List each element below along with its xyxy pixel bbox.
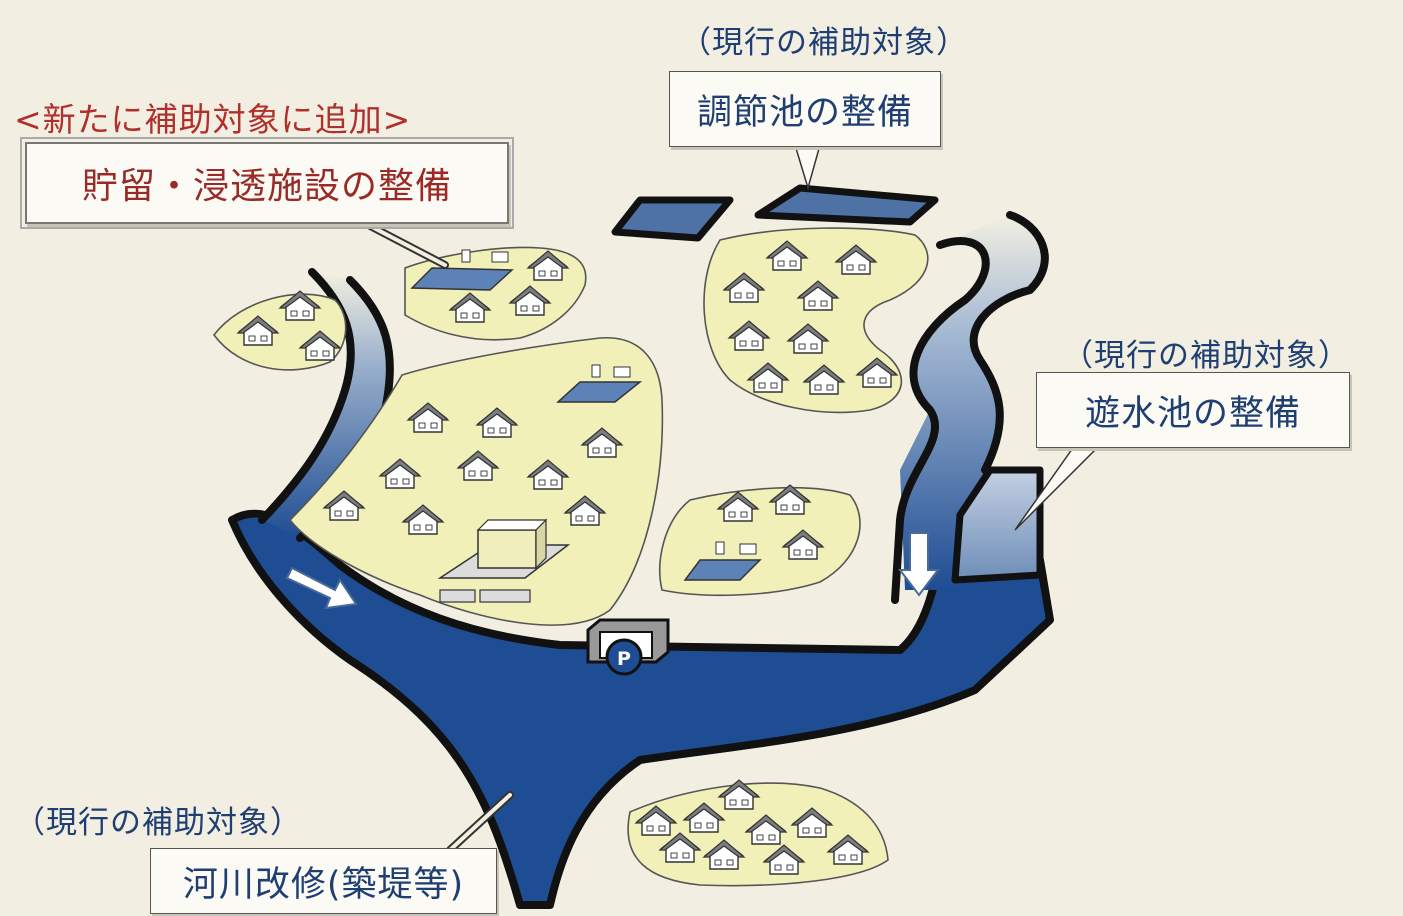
current-subsidy-caption-right: （現行の補助対象） [1062,338,1350,374]
pump-station-icon: P [586,618,670,676]
flow-arrow-right [897,532,941,597]
detention-pond-label: 遊水池の整備 [1036,372,1350,448]
storage-pond-top [410,267,514,291]
storage-facility-label: 貯留・浸透施設の整備 [20,137,514,229]
regulating-pond-left [611,196,734,242]
flow-arrow-left [285,566,358,610]
storage-pond-right [683,559,762,581]
current-subsidy-caption-top: （現行の補助対象） [680,25,968,61]
pump-station-label: P [617,648,631,670]
land-center-left [288,337,664,626]
regulating-pond-right [754,184,939,226]
new-subsidy-heading: <新たに補助対象に追加> [14,100,412,139]
detention-pond [951,466,1044,584]
right-tributary [900,215,1045,590]
school-building [437,518,571,603]
regulating-pond-label: 調節池の整備 [669,71,941,147]
leader-lines [326,144,1102,854]
storage-pond-center [556,381,643,403]
current-subsidy-caption-bottom: （現行の補助対象） [14,805,302,841]
river-improvement-label: 河川改修(築堤等) [150,848,497,914]
facility-markers [461,249,757,555]
main-river [228,509,1054,909]
